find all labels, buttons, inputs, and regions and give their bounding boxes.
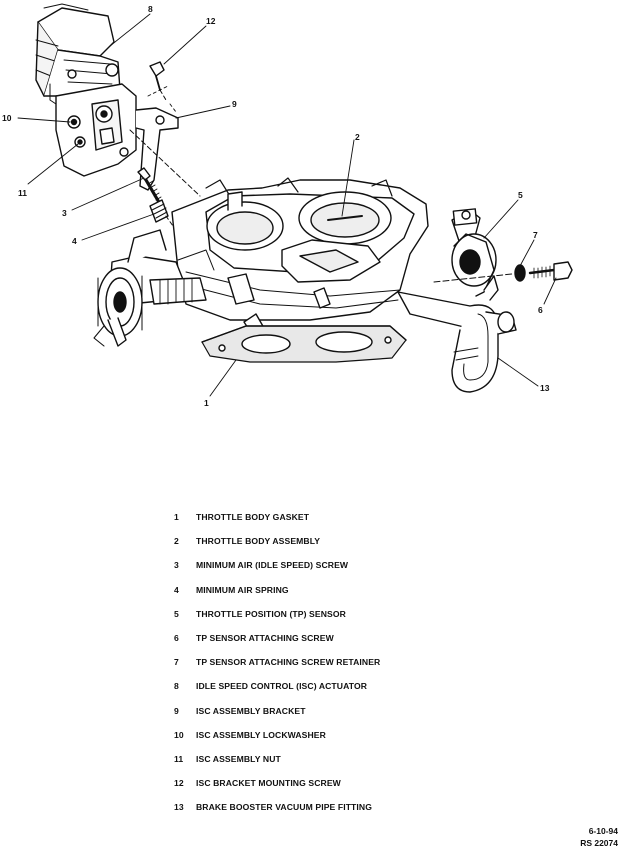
legend-number: 4 bbox=[174, 584, 179, 595]
minimum-air-screw bbox=[129, 129, 201, 237]
vacuum-pipe-fitting bbox=[397, 291, 517, 393]
legend-number: 10 bbox=[174, 729, 184, 740]
document-date: 6-10-94 bbox=[588, 826, 618, 836]
legend-item: 6 TP SENSOR ATTACHING SCREW bbox=[174, 633, 474, 657]
legend-label: BRAKE BOOSTER VACUUM PIPE FITTING bbox=[196, 802, 372, 813]
document-number: RS 22074 bbox=[580, 838, 618, 848]
legend-label: ISC ASSEMBLY NUT bbox=[196, 753, 281, 764]
legend-number: 7 bbox=[174, 657, 179, 668]
callout-6: 6 bbox=[538, 305, 543, 315]
legend-item: 3 MINIMUM AIR (IDLE SPEED) SCREW bbox=[174, 560, 474, 584]
legend-number: 5 bbox=[174, 608, 179, 619]
legend-number: 8 bbox=[174, 681, 179, 692]
callout-7: 7 bbox=[533, 230, 538, 240]
legend-label: TP SENSOR ATTACHING SCREW bbox=[196, 632, 334, 643]
callout-10: 10 bbox=[2, 113, 12, 123]
legend-item: 13 BRAKE BOOSTER VACUUM PIPE FITTING bbox=[174, 802, 474, 826]
callout-13: 13 bbox=[540, 383, 550, 393]
legend-label: ISC ASSEMBLY BRACKET bbox=[196, 705, 306, 716]
callout-2: 2 bbox=[355, 132, 360, 142]
legend-item: 2 THROTTLE BODY ASSEMBLY bbox=[174, 536, 474, 560]
legend-label: THROTTLE BODY ASSEMBLY bbox=[196, 536, 321, 547]
callout-4: 4 bbox=[72, 236, 77, 246]
callout-9: 9 bbox=[232, 99, 237, 109]
throttle-body-gasket bbox=[201, 325, 407, 363]
legend-number: 9 bbox=[174, 705, 179, 716]
legend-label: MINIMUM AIR (IDLE SPEED) SCREW bbox=[196, 560, 349, 571]
callout-12: 12 bbox=[206, 16, 216, 26]
legend-label: ISC ASSEMBLY LOCKWASHER bbox=[196, 729, 326, 740]
legend-label: TP SENSOR ATTACHING SCREW RETAINER bbox=[196, 657, 381, 668]
tp-sensor-screw bbox=[433, 261, 573, 283]
legend-item: 8 IDLE SPEED CONTROL (ISC) ACTUATOR bbox=[174, 681, 474, 705]
legend-label: MINIMUM AIR SPRING bbox=[196, 584, 289, 595]
legend-label: ISC BRACKET MOUNTING SCREW bbox=[196, 778, 341, 789]
document-code: 6-10-94 RS 22074 bbox=[580, 825, 618, 849]
legend-item: 12 ISC BRACKET MOUNTING SCREW bbox=[174, 778, 474, 802]
throttle-linkage bbox=[93, 229, 207, 347]
legend-number: 11 bbox=[174, 753, 184, 764]
legend-item: 4 MINIMUM AIR SPRING bbox=[174, 585, 474, 609]
exploded-view-diagram: 1 2 3 4 5 6 7 8 9 10 11 12 13 bbox=[2, 3, 573, 408]
legend-item: 10 ISC ASSEMBLY LOCKWASHER bbox=[174, 730, 474, 754]
parts-legend: 1 THROTTLE BODY GASKET 2 THROTTLE BODY ASS… bbox=[174, 512, 474, 826]
isc-bracket bbox=[55, 83, 179, 191]
callout-5: 5 bbox=[518, 190, 523, 200]
legend-item: 1 THROTTLE BODY GASKET bbox=[174, 512, 474, 536]
legend-item: 11 ISC ASSEMBLY NUT bbox=[174, 754, 474, 778]
callout-3: 3 bbox=[62, 208, 67, 218]
callout-1: 1 bbox=[204, 398, 209, 408]
callout-11: 11 bbox=[18, 188, 27, 198]
legend-item: 9 ISC ASSEMBLY BRACKET bbox=[174, 706, 474, 730]
throttle-body bbox=[171, 177, 429, 335]
legend-item: 5 THROTTLE POSITION (TP) SENSOR bbox=[174, 609, 474, 633]
legend-number: 12 bbox=[174, 778, 184, 789]
callout-leaders bbox=[17, 13, 557, 397]
legend-number: 3 bbox=[174, 560, 179, 571]
legend-label: THROTTLE BODY GASKET bbox=[196, 512, 310, 522]
callout-8: 8 bbox=[148, 4, 153, 14]
legend-label: THROTTLE POSITION (TP) SENSOR bbox=[196, 608, 346, 619]
tp-sensor bbox=[451, 208, 499, 301]
legend-item: 7 TP SENSOR ATTACHING SCREW RETAINER bbox=[174, 657, 474, 681]
legend-number: 1 bbox=[174, 512, 179, 522]
legend-number: 13 bbox=[174, 802, 184, 813]
isc-bracket-screw bbox=[147, 61, 177, 113]
legend-number: 2 bbox=[174, 536, 179, 547]
legend-number: 6 bbox=[174, 632, 179, 643]
callout-labels: 1 2 3 4 5 6 7 8 9 10 11 12 13 bbox=[2, 4, 550, 408]
legend-label: IDLE SPEED CONTROL (ISC) ACTUATOR bbox=[196, 681, 368, 692]
